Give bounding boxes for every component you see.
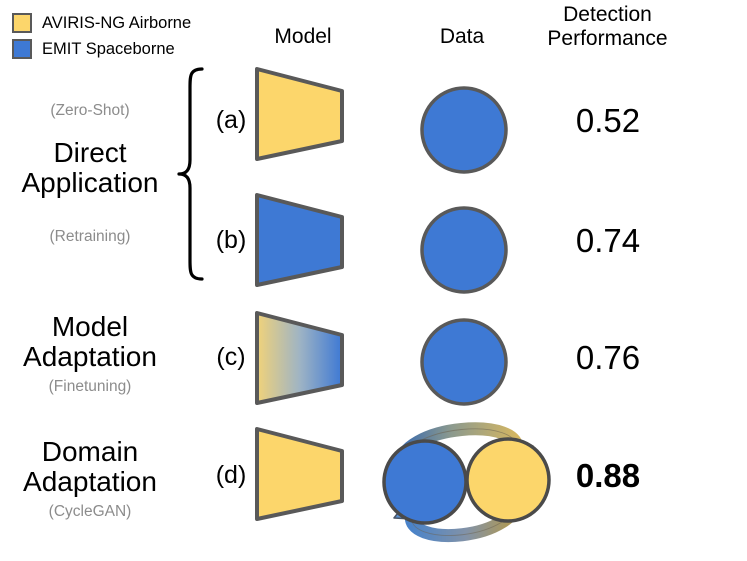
model-trapezoid-row-a — [255, 67, 344, 161]
performance-value-row-a: 0.52 — [575, 102, 641, 139]
group-label-domain-adaptation: Domain Adaptation — [23, 436, 157, 498]
group-sublabel-retraining: (Retraining) — [49, 228, 131, 245]
cycle-circle-blue — [382, 439, 468, 525]
performance-value-row-d: 0.88 — [575, 457, 641, 494]
cycle-circle-yellow — [465, 437, 551, 523]
model-trapezoid-row-d — [255, 427, 344, 521]
curly-brace-icon — [177, 67, 204, 281]
square-swatch-icon — [12, 13, 32, 33]
group-label-model-adaptation: Model Adaptation — [23, 311, 157, 373]
model-trapezoid-row-c — [255, 311, 344, 405]
column-header-model: Model — [274, 25, 332, 48]
cyclegan-diagram — [382, 422, 551, 542]
group-sublabel-finetuning: (Finetuning) — [48, 378, 132, 395]
row-letter-a: (a) — [215, 106, 247, 134]
legend-item-emit: EMIT Spaceborne — [12, 36, 191, 62]
legend-item-label: AVIRIS-NG Airborne — [42, 13, 192, 32]
group-label-direct-application: Direct Application — [21, 137, 159, 199]
performance-value-row-b: 0.74 — [575, 222, 641, 259]
row-letter-c: (c) — [216, 343, 246, 371]
group-sublabel-zero-shot: (Zero-Shot) — [50, 102, 130, 119]
model-trapezoid-row-b — [255, 193, 344, 287]
legend-item-label: EMIT Spaceborne — [42, 39, 175, 58]
row-letter-d: (d) — [215, 461, 247, 489]
data-circle-row-b — [420, 206, 508, 294]
group-sublabel-cyclegan: (CycleGAN) — [48, 503, 132, 520]
performance-value-row-c: 0.76 — [575, 339, 641, 376]
data-circle-row-a — [420, 86, 508, 174]
legend-item-aviris: AVIRIS-NG Airborne — [12, 10, 191, 36]
legend: AVIRIS-NG Airborne EMIT Spaceborne — [12, 10, 191, 62]
column-header-detection-performance: Detection Performance — [547, 3, 668, 50]
column-header-data: Data — [439, 25, 485, 48]
data-circle-row-c — [420, 318, 508, 406]
square-swatch-icon — [12, 39, 32, 59]
row-letter-b: (b) — [215, 226, 247, 254]
